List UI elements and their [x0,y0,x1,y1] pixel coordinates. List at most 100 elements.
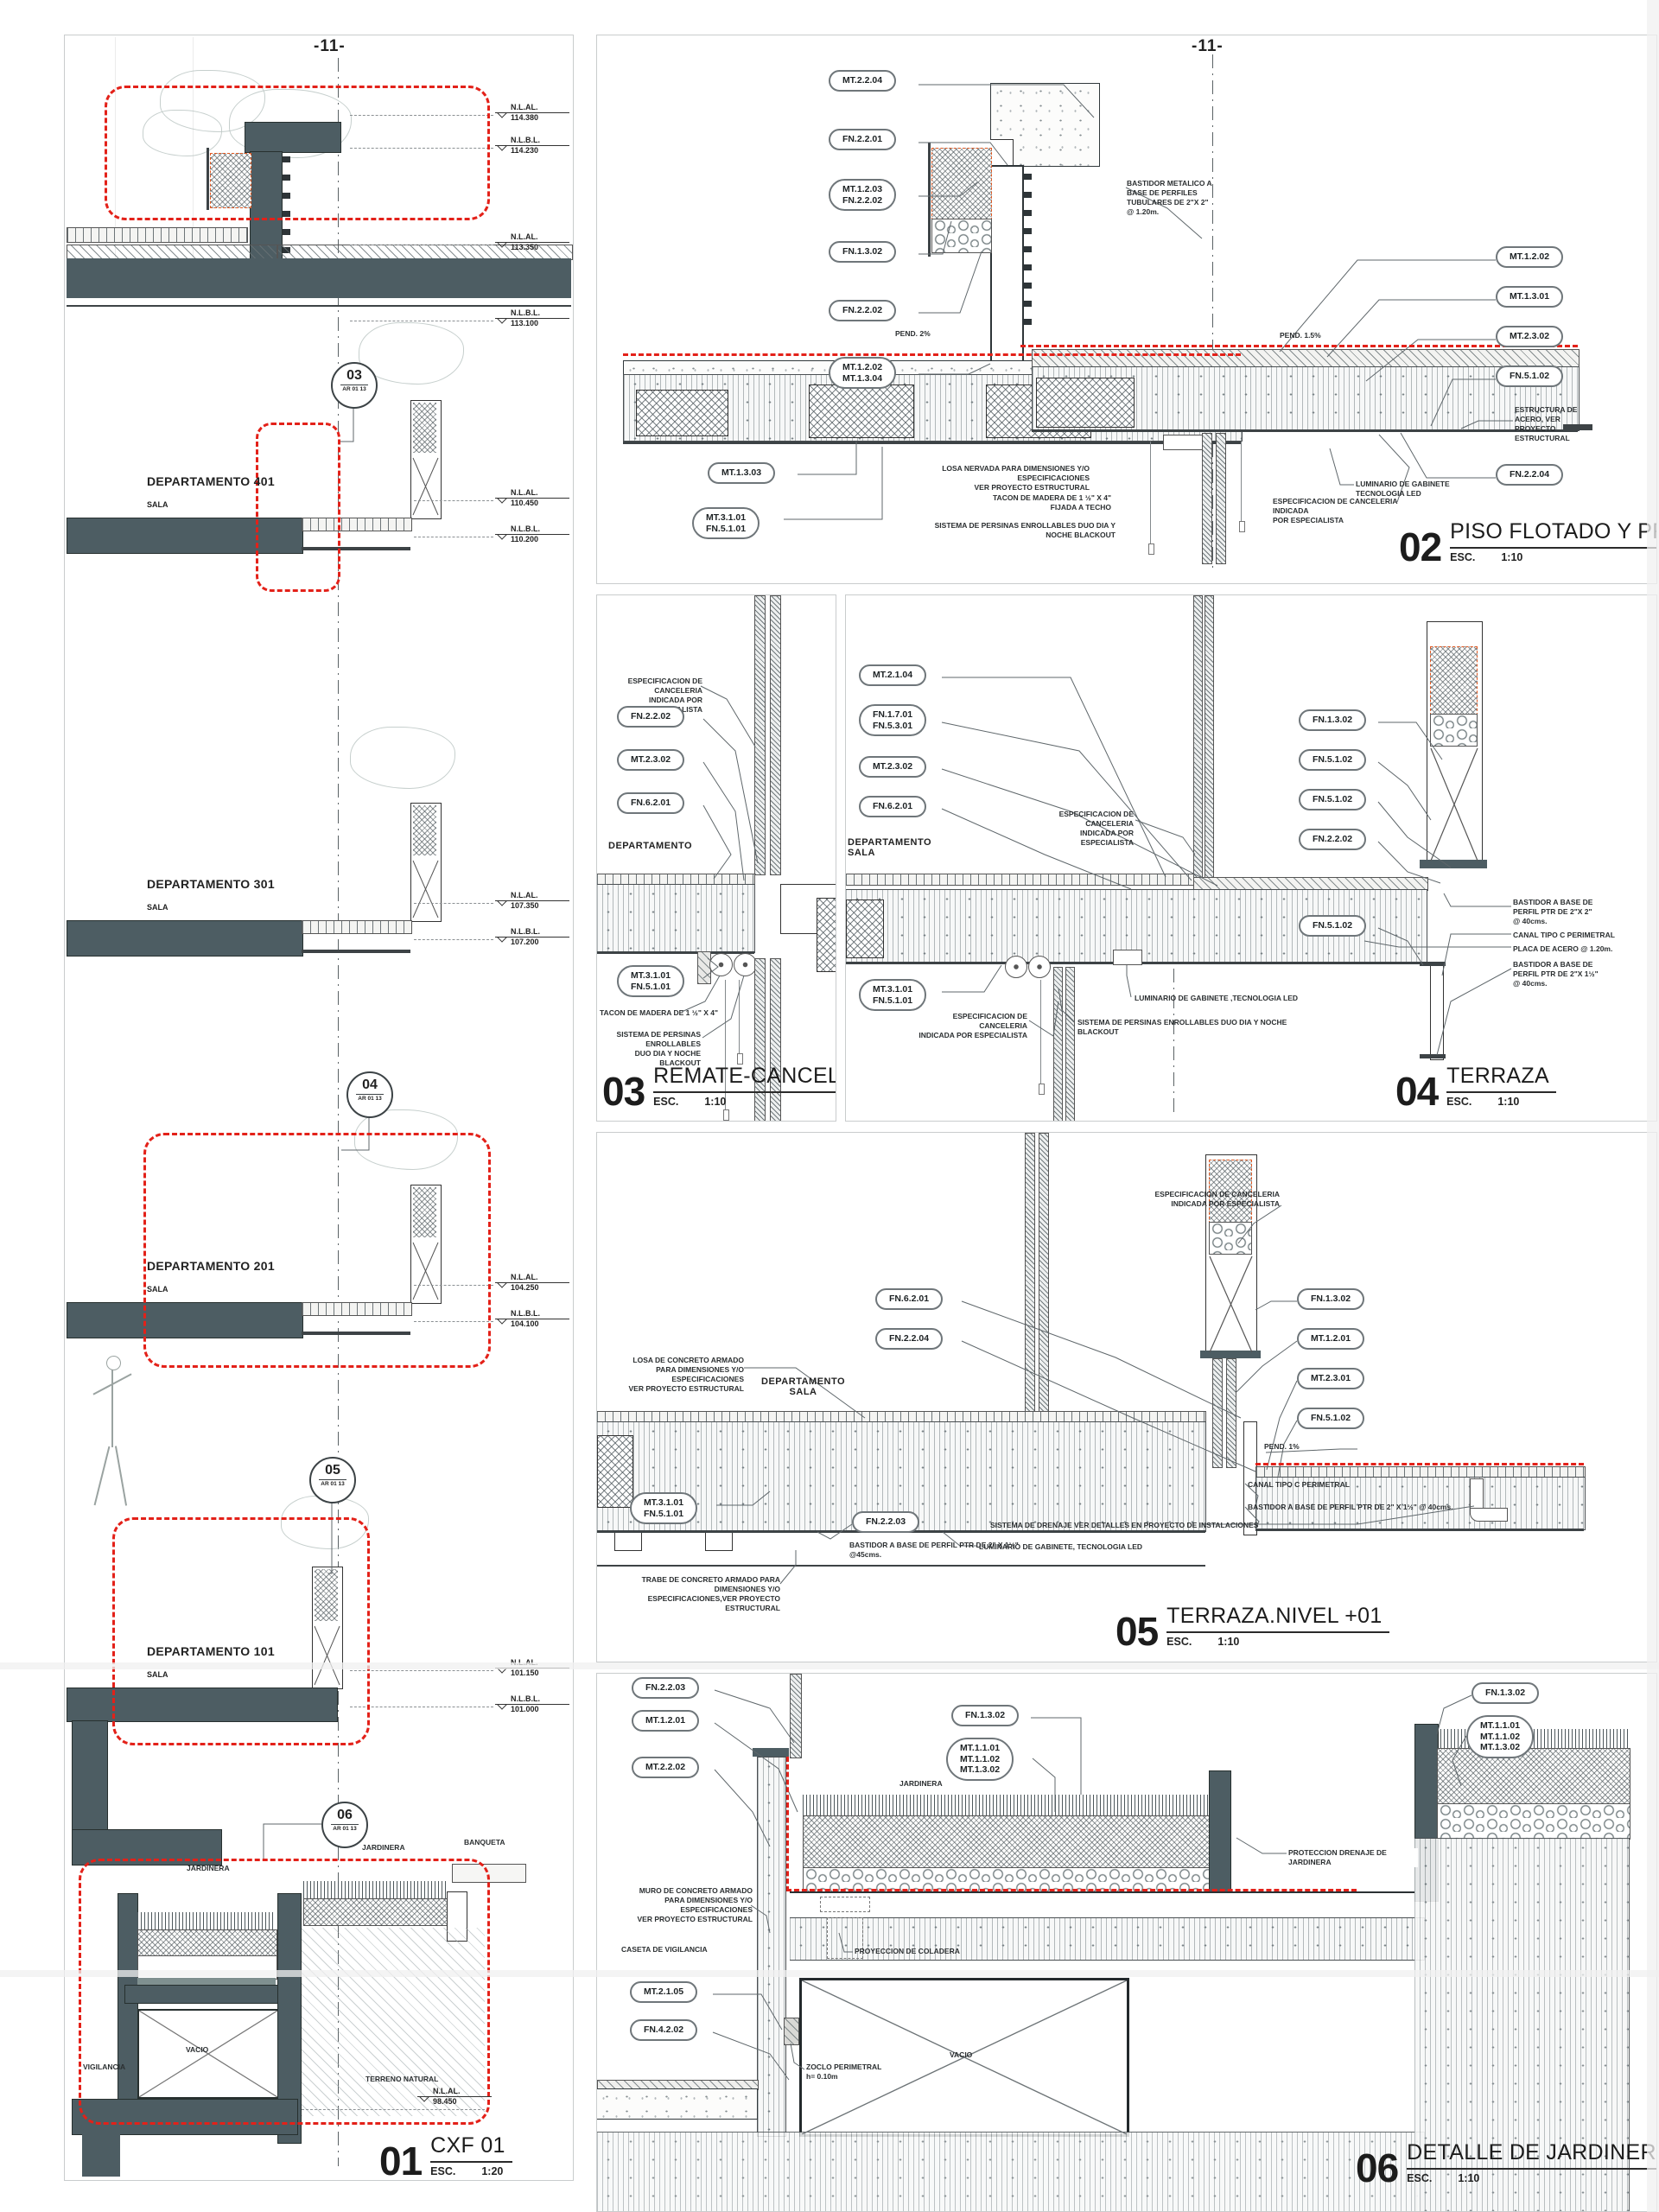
key-bubble: FN.1.3.02 [1297,1288,1364,1310]
window-mullion [1212,1358,1223,1468]
ground-hatch [1414,1838,1630,2211]
slab-cavity [790,1891,1424,1921]
key-bubble: FN.6.2.01 [875,1288,943,1310]
section-panel-01: -11- N.L.AL.114.380 N.L.B.L.114.230 N.L.… [64,35,574,2181]
red-highlight-box [256,423,340,592]
page-break [0,1970,1659,1977]
level-value: 107.350 [495,900,569,910]
planter-soil [137,1929,277,1957]
shade-band [754,958,766,1121]
level-marker: N.L.AL.113.350 [495,232,569,252]
level-marker: N.L.AL.114.380 [495,103,569,123]
membrane-strip [137,1978,276,1985]
annotation-luminario: LUMINARIO DE GABINETE TECNOLOGIA LED [1356,480,1450,499]
level-tag: N.L.B.L. [511,927,540,936]
roof-slab [67,258,571,298]
level-tag: N.L.AL. [511,103,538,111]
grid-marker: -11- [1192,37,1224,55]
annotation-bastidor: BASTIDOR A BASE DE PERFIL PTR DE 2" X 1½… [1248,1503,1453,1511]
title-number: 03 [602,1069,645,1115]
annotation-coladera: PROYECCION DE COLADERA [855,1947,960,1955]
key-bubble: MT.1.1.01 MT.1.1.02 MT.1.3.02 [946,1738,1014,1781]
annotation-vacio: VACIO [950,2050,973,2059]
window-planter-column [1427,621,1483,867]
shade-chain [739,980,740,1053]
wood-deck [302,920,412,934]
level-tag: N.L.B.L. [511,136,540,144]
level-tag: N.L.B.L. [511,1309,540,1318]
ceiling-line [623,442,1241,444]
room-label: SALA [147,1670,168,1679]
annotation-banqueta: BANQUETA [464,1838,505,1847]
plant-sketch [359,322,464,385]
annotation-luminario: LUMINARIO DE GABINETE ,TECNOLOGIA LED [1135,994,1299,1002]
annotation-pend: PEND. 1% [1264,1442,1300,1451]
scale-value: 1:20 [481,2165,504,2177]
centerline [1173,969,1174,1114]
key-bubble: FN.5.1.02 [1299,789,1366,810]
key-bubble: FN.2.2.04 [1496,464,1563,486]
roller-shade [709,953,733,976]
terrain-line [302,2109,485,2110]
level-marker: N.L.B.L.107.200 [495,927,569,947]
annotation-losa: LOSA NERVADA PARA DIMENSIONES Y/O ESPECI… [942,464,1090,493]
detail-title-01: 01 CXF 01 ESC.1:20 [379,2133,512,2181]
scale-label: ESC. [430,2165,456,2177]
level-tag: N.L.AL. [511,232,538,241]
level-tag: N.L.B.L. [511,524,540,533]
plant-sketch [143,110,222,156]
red-highlight-box [143,1133,491,1368]
grid-marker: -11- [314,37,346,55]
level-dashline [414,903,493,904]
key-bubble: FN.1.3.02 [1471,1682,1539,1704]
key-bubble: FN.2.2.02 [829,300,896,321]
title-number: 01 [379,2139,423,2181]
wall-cap [753,1748,789,1757]
detail-title-02: 02 PISO FLOTADO Y PRETIL ESC.1:10 [1399,519,1656,567]
annotation-bastidor: BASTIDOR A BASE DE PERFIL PTR DE 2" X 1½… [849,1541,1019,1560]
planter-soil [210,153,251,208]
annotation-pend: PEND. 1.5% [1280,331,1321,340]
level-dashline [350,1670,493,1671]
shade-chain [1150,442,1151,543]
dept-label: DEPARTAMENTO 401 [147,474,275,488]
key-bubble: MT.1.2.02 MT.1.3.04 [829,357,896,390]
scale-label: ESC. [1166,1636,1192,1648]
annotation-persianas: SISTEMA DE PERSINAS ENROLLABLES DUO DIA … [1077,1018,1287,1037]
annotation-muro: MURO DE CONCRETO ARMADO PARA DIMENSIONES… [637,1886,753,1924]
annotation-canal: CANAL TIPO C PERIMETRAL [1248,1480,1350,1489]
shade-band [1053,967,1063,1121]
planter-soil [413,805,436,855]
annotation-jardinera: JARDINERA [362,1843,405,1852]
beam-stub [705,1533,733,1551]
roller-shade [734,953,757,976]
key-bubble: FN.5.1.02 [1297,1408,1364,1429]
key-bubble: FN.4.2.02 [630,2019,697,2041]
cabinet-luminaire [1163,435,1203,450]
level-dashline [414,939,493,940]
red-floor-line [623,353,1241,356]
window-mullion [790,1674,802,1758]
parapet-wall [990,165,1024,378]
level-value: 114.380 [495,112,569,122]
room-label: DEPARTAMENTO [608,841,693,851]
concrete-slab [597,1421,1206,1532]
wood-deck [67,227,248,243]
level-marker: N.L.AL.107.350 [495,891,569,911]
red-line [786,1889,1357,1891]
detail-number: 05 [319,1463,346,1480]
level-dashline [350,148,493,149]
detail-ref: AR 01 13 [333,1826,357,1832]
level-dashline [350,115,493,116]
zoclo-block [784,2018,799,2045]
level-value: 104.250 [495,1282,569,1292]
key-bubble: FN.6.2.01 [859,796,926,817]
plant-sketch [229,89,352,158]
planter-wall [207,148,209,210]
scale-label: ESC. [1446,1096,1472,1108]
window-mullion [1202,433,1212,564]
detail-number: 04 [356,1077,384,1095]
ceiling-line [1255,1529,1584,1531]
annotation-proteccion: PROTECCION DRENAJE DE JARDINERA [1288,1848,1418,1868]
